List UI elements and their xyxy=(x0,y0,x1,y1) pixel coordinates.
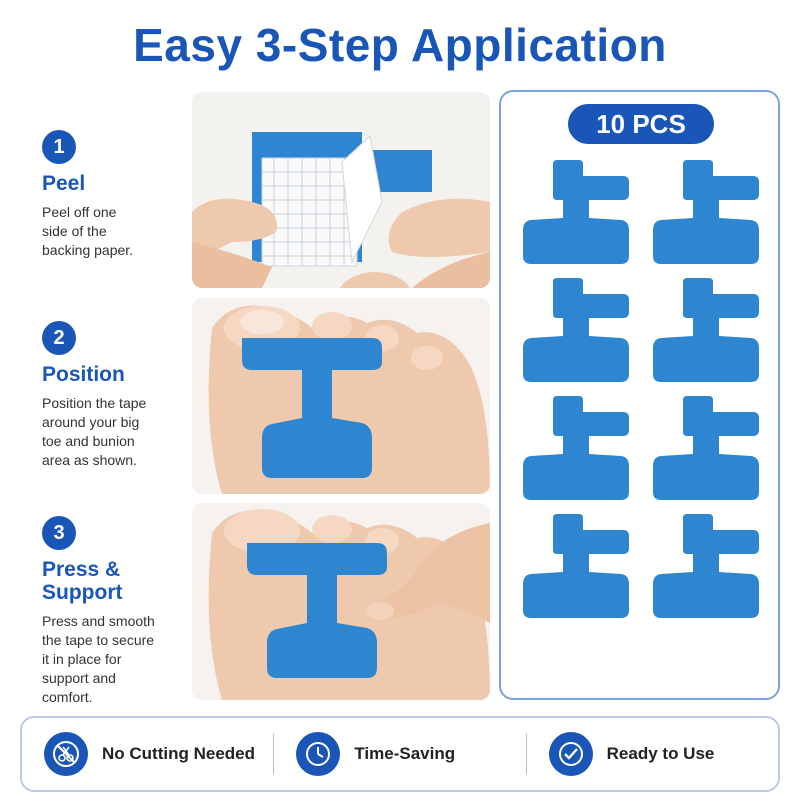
no-scissors-icon xyxy=(44,732,88,776)
tape-piece xyxy=(523,278,635,382)
step-number: 3 xyxy=(42,516,76,550)
tape-piece xyxy=(523,396,635,500)
feature-label: No Cutting Needed xyxy=(102,744,255,763)
peel-photo xyxy=(192,92,490,288)
feature-time-saving: Time-Saving xyxy=(274,732,525,776)
step-description: Position the tape around your big toe an… xyxy=(42,395,147,468)
press-photo xyxy=(192,503,490,700)
feature-label: Ready to Use xyxy=(606,744,715,763)
tape-piece xyxy=(523,514,635,618)
feature-no-cutting: No Cutting Needed xyxy=(22,732,273,776)
step-number: 1 xyxy=(42,130,76,164)
check-circle-icon xyxy=(548,732,593,776)
step-title: Position xyxy=(42,363,125,386)
tape-piece xyxy=(653,396,765,500)
step-number: 2 xyxy=(42,321,76,355)
step-title: Press & Support xyxy=(42,558,123,604)
step-position: 2 Position Position the tape around your… xyxy=(42,321,192,470)
features-bar: No Cutting Needed Time-Saving Ready to U… xyxy=(20,716,780,792)
feature-label: Time-Saving xyxy=(354,744,456,763)
step-peel: 1 Peel Peel off one side of the backing … xyxy=(42,130,192,260)
tape-piece xyxy=(653,160,765,264)
divider xyxy=(273,734,275,774)
tape-piece xyxy=(653,278,765,382)
page-title: Easy 3-Step Application xyxy=(133,19,667,71)
position-photo xyxy=(192,298,490,494)
pieces-panel: 10 PCS xyxy=(499,90,780,700)
tape-piece xyxy=(653,514,765,618)
step-press-support: 3 Press & Support Press and smooth the t… xyxy=(42,516,192,707)
step-description: Press and smooth the tape to secure it i… xyxy=(42,613,155,705)
divider xyxy=(525,734,527,774)
clock-icon xyxy=(296,732,341,776)
feature-ready-to-use: Ready to Use xyxy=(527,732,778,776)
tape-piece xyxy=(523,160,635,264)
step-description: Peel off one side of the backing paper. xyxy=(42,204,134,258)
step-title: Peel xyxy=(42,172,86,195)
pieces-count-badge: 10 PCS xyxy=(568,104,714,144)
